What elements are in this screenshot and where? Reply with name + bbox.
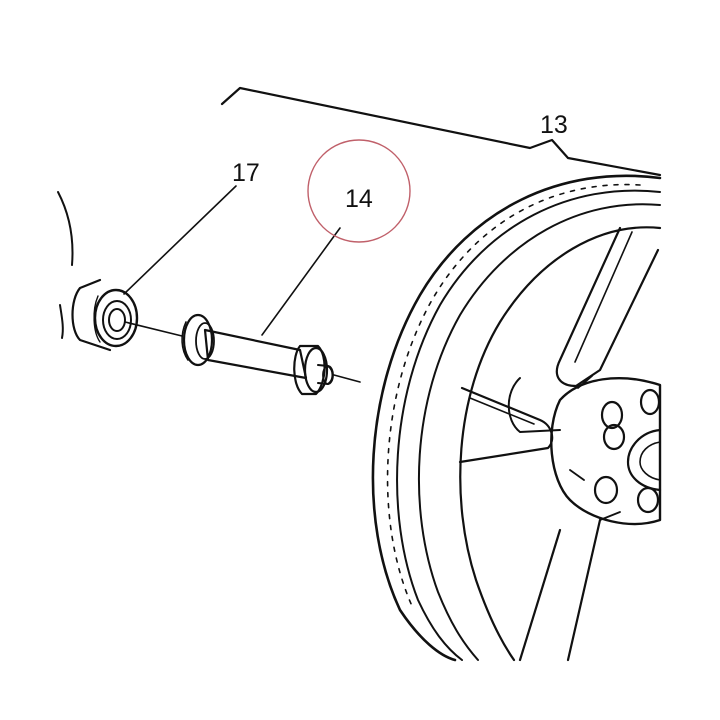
callout-17: 17	[232, 159, 260, 187]
highlight-circle-14	[307, 139, 411, 243]
bearing-part-17	[71, 278, 139, 352]
spacer-sleeve-part-14	[181, 313, 334, 396]
hub-bolt-hole	[600, 400, 624, 430]
callout-13: 13	[540, 111, 568, 139]
hub-bolt-hole	[639, 388, 661, 416]
frame-edge-outline	[57, 191, 74, 266]
wheel-part-13	[371, 174, 662, 662]
hub-bolt-hole	[593, 475, 619, 505]
hub-bolt-hole	[602, 423, 626, 451]
axle-centerline-left	[124, 321, 183, 337]
leader-line-17	[123, 185, 237, 295]
hub-bolt-hole	[636, 486, 660, 514]
frame-edge-outline-lower	[59, 304, 64, 339]
leader-line-14	[261, 227, 341, 336]
callout-14: 14	[345, 185, 373, 213]
assembly-bracket-13	[220, 86, 662, 177]
axle-centerline-right	[333, 374, 361, 383]
